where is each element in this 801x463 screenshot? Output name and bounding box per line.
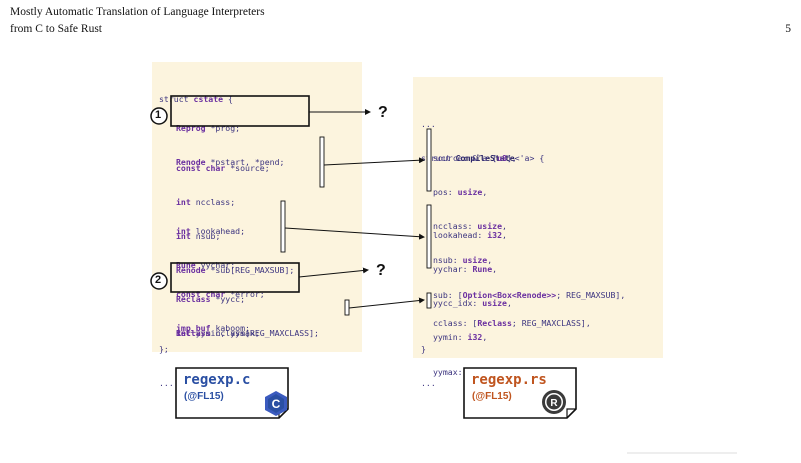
c-line-sub: Renode *sub[REG_MAXSUB]; — [176, 265, 295, 276]
c-line-ncclass: int ncclass; — [176, 197, 236, 208]
c-line-prog: Reprog *prog; — [176, 122, 241, 133]
c-group-5: Reclass cclass[REG_MAXCLASS]; — [176, 305, 319, 351]
rust-group-2-bracket — [426, 204, 432, 269]
c-line-error: const char *error; — [176, 288, 265, 299]
badge-1-circle — [150, 107, 168, 125]
arrow-group-5-mapping — [348, 297, 425, 309]
c-line-nsub: int nsub; — [176, 231, 221, 242]
badge-2-circle — [150, 272, 168, 290]
rust-file-card-fold — [566, 408, 576, 418]
header-title-line-2: from C to Safe Rust — [10, 23, 102, 35]
group-4-highlight-box — [170, 262, 300, 293]
unknown-mapping-2: ? — [376, 262, 386, 279]
c-line-source: const char *source; — [176, 162, 270, 173]
running-header: Mostly Automatic Translation of Language… — [10, 4, 470, 38]
c-line-yycc: Reclass *yycc; — [176, 294, 246, 305]
badge-1-label: 1 — [155, 109, 162, 121]
svg-text:R: R — [550, 398, 558, 409]
svg-text:C: C — [272, 397, 281, 411]
rust-line-yychar: yychar: Rune, — [433, 264, 498, 275]
c-struct-header: struct cstate { — [159, 93, 233, 104]
rust-struct-footer: } ... — [421, 321, 436, 401]
c-file-card-outline — [175, 367, 289, 419]
rust-file-name: regexp.rs — [471, 372, 547, 388]
rust-struct-close: } — [421, 343, 426, 354]
rust-line-yymin: yymin: i32, — [433, 332, 488, 343]
c-line-cclass: Reclass cclass[REG_MAXCLASS]; — [176, 327, 319, 338]
rust-logo-icon: R — [542, 390, 566, 414]
unknown-mapping-1: ? — [378, 104, 388, 121]
badge-2-label: 2 — [155, 274, 162, 286]
rust-line-nsub: nsub: usize, — [433, 255, 493, 266]
c-line-pstart: Renode *pstart, *pend; — [176, 157, 285, 168]
c-group-4: const char *error; jmp_buf kaboom; — [176, 266, 265, 346]
c-file-name: regexp.c — [183, 372, 251, 388]
rust-group-1-bracket — [426, 128, 432, 192]
rust-struct-header: struct CompileState<'a> { — [421, 153, 545, 164]
c-group-2: const char *source; int ncclass; int nsu… — [176, 140, 294, 288]
c-group-3-bracket — [280, 200, 286, 253]
c-group-2-bracket — [319, 136, 325, 188]
arrow-group-3-mapping — [284, 227, 425, 240]
rust-struct-header-block: ... struct CompileState<'a> { — [421, 96, 544, 176]
rust-code-panel — [413, 77, 663, 358]
c-line-yymin: int yymin, yymax; — [176, 328, 260, 339]
c-struct-footer: }; ... — [159, 321, 174, 401]
c-line-lookahead: int lookahead; — [176, 225, 246, 236]
c-group-1: Reprog *prog; Renode *pstart, *pend; — [176, 100, 284, 180]
rust-line-sub: sub: [Option<Box<Renode>>; REG_MAXSUB], — [433, 289, 626, 300]
arrow-group-2-mapping — [323, 157, 425, 166]
rust-line-lookahead: lookahead: i32, — [433, 229, 507, 240]
rust-line-pos: pos: usize, — [433, 187, 488, 198]
c-group-3: int lookahead; Rune yychar; Reclass *yyc… — [176, 203, 260, 351]
rust-line-source: source: &'a [u8], — [433, 152, 517, 163]
rust-ellipsis-bottom: ... — [421, 378, 436, 389]
c-code-panel — [152, 62, 362, 352]
rust-line-ncclass: ncclass: usize, — [433, 221, 507, 232]
rust-group-3: cclass: [Reclass; REG_MAXCLASS], — [433, 295, 591, 341]
c-ellipsis: ... — [159, 378, 174, 389]
header-title-line-1: Mostly Automatic Translation of Language… — [10, 6, 265, 18]
c-line-kaboom: jmp_buf kaboom; — [176, 323, 250, 334]
rust-ellipsis-top: ... — [421, 118, 436, 129]
c-group-5-bracket — [344, 299, 350, 316]
c-struct-code: struct cstate { — [159, 71, 233, 117]
c-line-yychar: Rune yychar; — [176, 260, 236, 271]
arrow-group-4-unknown — [298, 267, 369, 278]
rust-group-1: source: &'a [u8], pos: usize, ncclass: u… — [433, 130, 625, 312]
c-logo-icon: C — [265, 391, 287, 416]
c-struct-close: }; — [159, 343, 169, 354]
rust-line-yycc-idx: yycc_idx: usize, — [433, 298, 512, 309]
rust-line-cclass: cclass: [Reclass; REG_MAXCLASS], — [433, 317, 591, 328]
c-file-citation: (@FL15) — [184, 391, 224, 402]
group-1-highlight-box — [170, 95, 310, 127]
rust-group-3-bracket — [426, 292, 432, 309]
rust-file-citation: (@FL15) — [472, 391, 512, 402]
page-number: 5 — [785, 23, 791, 35]
rust-group-2: lookahead: i32, yychar: Rune, yycc_idx: … — [433, 207, 512, 389]
